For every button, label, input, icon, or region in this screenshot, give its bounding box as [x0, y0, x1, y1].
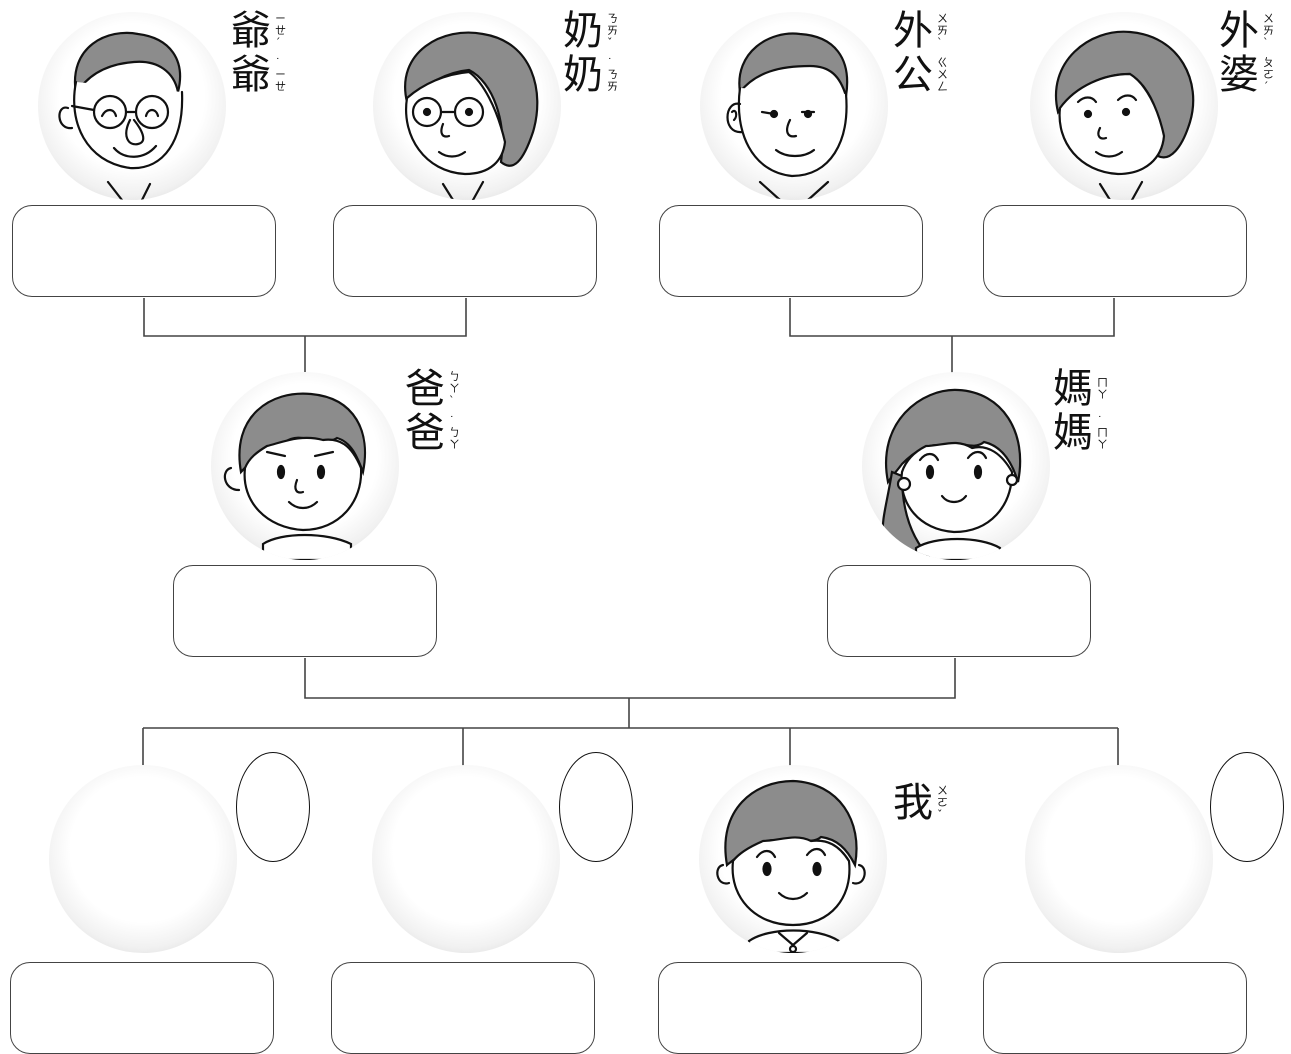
hanzi: 爸 [405, 366, 445, 412]
name-box-mother[interactable] [827, 565, 1091, 657]
label-char-row: 媽ㄇㄚ [1053, 368, 1111, 410]
name-box-grandpa-paternal[interactable] [12, 205, 276, 297]
zhuyin: ㄅㄚˋ [449, 370, 460, 407]
label-char-row: 外ㄨㄞˋ [1219, 10, 1277, 52]
name-box-me[interactable] [658, 962, 922, 1054]
zhuyin: ㄨㄞˋ [1263, 12, 1274, 49]
portrait-sibling-4-empty[interactable] [1025, 765, 1213, 953]
portrait-mother [862, 372, 1050, 560]
label-char-row: 我ㄨㄛˇ [893, 782, 951, 824]
portrait-grandpa-paternal [38, 12, 226, 200]
zhuyin: ㄨㄞˋ [937, 12, 948, 49]
hanzi: 奶 [563, 8, 603, 54]
name-box-sibling-2[interactable] [331, 962, 595, 1054]
hanzi: 媽 [1053, 366, 1093, 412]
portrait-father [211, 372, 399, 560]
name-box-grandpa-maternal[interactable] [659, 205, 923, 297]
zhuyin: ㄇㄚ [1097, 376, 1108, 401]
portrait-grandma-paternal [373, 12, 561, 200]
label-char-row: 爸 ˙ㄅㄚ [405, 412, 463, 454]
hanzi: 爸 [405, 410, 445, 456]
hanzi: 外 [893, 8, 933, 54]
name-box-grandma-maternal[interactable] [983, 205, 1247, 297]
sibling-2-label-oval[interactable] [559, 752, 633, 862]
label-char-row: 奶ㄋㄞˇ [563, 10, 621, 52]
name-box-grandma-paternal[interactable] [333, 205, 597, 297]
hanzi: 媽 [1053, 410, 1093, 456]
hanzi: 奶 [563, 52, 603, 98]
hanzi: 公 [893, 52, 933, 98]
zhuyin: ㄋㄞˇ [607, 12, 618, 49]
connector-paternal-grandparents [143, 298, 467, 337]
name-box-sibling-4[interactable] [983, 962, 1247, 1054]
label-char-row: 爺ㄧㄝˊ [231, 10, 289, 52]
label-grandma-paternal: 奶ㄋㄞˇ 奶 ˙ㄋㄞ [563, 10, 621, 96]
zhuyin: ㄆㄛˊ [1263, 56, 1274, 93]
name-box-father[interactable] [173, 565, 437, 657]
zhuyin: ㄧㄝˊ [275, 12, 286, 49]
portrait-me [699, 765, 887, 953]
zhuyin: ˙ㄋㄞ [607, 56, 618, 93]
hanzi: 我 [893, 780, 933, 826]
portrait-sibling-1-empty[interactable] [49, 765, 237, 953]
name-box-sibling-1[interactable] [10, 962, 274, 1054]
label-char-row: 公ㄍㄨㄥ [893, 54, 951, 96]
zhuyin: ˙ㄇㄚ [1097, 414, 1108, 451]
label-char-row: 外ㄨㄞˋ [893, 10, 951, 52]
hanzi: 外 [1219, 8, 1259, 54]
hanzi: 婆 [1219, 52, 1259, 98]
label-me: 我ㄨㄛˇ [893, 782, 951, 824]
label-grandpa-paternal: 爺ㄧㄝˊ 爺 ˙ㄧㄝ [231, 10, 289, 96]
sibling-4-label-oval[interactable] [1210, 752, 1284, 862]
label-father: 爸ㄅㄚˋ 爸 ˙ㄅㄚ [405, 368, 463, 454]
portrait-grandpa-maternal [700, 12, 888, 200]
label-char-row: 媽 ˙ㄇㄚ [1053, 412, 1111, 454]
zhuyin: ㄍㄨㄥ [937, 56, 948, 93]
label-char-row: 奶 ˙ㄋㄞ [563, 54, 621, 96]
label-char-row: 婆ㄆㄛˊ [1219, 54, 1277, 96]
portrait-sibling-2-empty[interactable] [372, 765, 560, 953]
hanzi: 爺 [231, 52, 271, 98]
hanzi: 爺 [231, 8, 271, 54]
label-mother: 媽ㄇㄚ 媽 ˙ㄇㄚ [1053, 368, 1111, 454]
connector-parents [304, 658, 956, 699]
label-char-row: 爸ㄅㄚˋ [405, 368, 463, 410]
label-char-row: 爺 ˙ㄧㄝ [231, 54, 289, 96]
zhuyin: ㄨㄛˇ [937, 784, 948, 821]
sibling-1-label-oval[interactable] [236, 752, 310, 862]
zhuyin: ˙ㄅㄚ [449, 414, 460, 451]
zhuyin: ˙ㄧㄝ [275, 56, 286, 93]
connector-maternal-grandparents [789, 298, 1115, 337]
label-grandpa-maternal: 外ㄨㄞˋ 公ㄍㄨㄥ [893, 10, 951, 96]
label-grandma-maternal: 外ㄨㄞˋ 婆ㄆㄛˊ [1219, 10, 1277, 96]
portrait-grandma-maternal [1030, 12, 1218, 200]
